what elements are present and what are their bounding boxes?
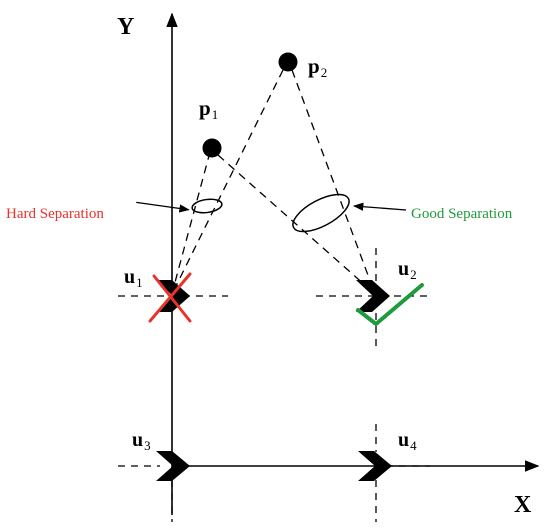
hard-separation-arrow bbox=[136, 201, 190, 213]
check-mark-icon bbox=[356, 283, 424, 326]
good-separation-arrow bbox=[352, 202, 407, 211]
point-p1-label: p1 bbox=[199, 96, 218, 122]
beam-lines bbox=[173, 69, 373, 287]
user-u3-label: u3 bbox=[132, 429, 151, 453]
point-p1 bbox=[202, 138, 222, 158]
user-u2-label: u2 bbox=[398, 258, 417, 282]
x-mark-icon bbox=[148, 272, 192, 323]
user-u3-chevron-right-icon bbox=[156, 451, 190, 481]
point-p2-label: p2 bbox=[308, 54, 327, 80]
hard-separation-ellipse bbox=[191, 198, 223, 214]
good-separation-label: Good Separation bbox=[411, 206, 513, 222]
user-u4-label: u4 bbox=[398, 429, 417, 453]
y-axis-label: Y bbox=[117, 14, 134, 40]
point-p2 bbox=[278, 52, 298, 72]
user-u4-chevron-right-icon bbox=[358, 451, 392, 481]
user-u2-chevron-right-icon bbox=[356, 280, 390, 312]
hard-separation-label: Hard Separation bbox=[6, 206, 104, 222]
x-axis-label: X bbox=[514, 492, 532, 518]
user-u1-label: u1 bbox=[124, 266, 143, 290]
good-separation-ellipse bbox=[292, 193, 350, 233]
